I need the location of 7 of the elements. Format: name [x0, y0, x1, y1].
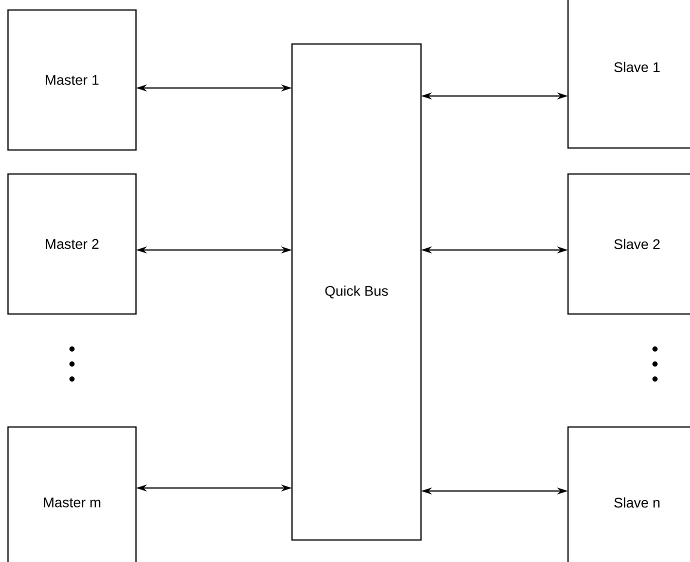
device-box: Master m: [7, 426, 137, 562]
bus-box: Quick Bus: [291, 43, 422, 541]
device-box: Slave 1: [567, 0, 690, 149]
device-box: Slave 2: [567, 173, 690, 315]
device-box: Slave n: [567, 426, 690, 562]
device-box: Master 1: [7, 9, 137, 151]
device-box: Master 2: [7, 173, 137, 315]
